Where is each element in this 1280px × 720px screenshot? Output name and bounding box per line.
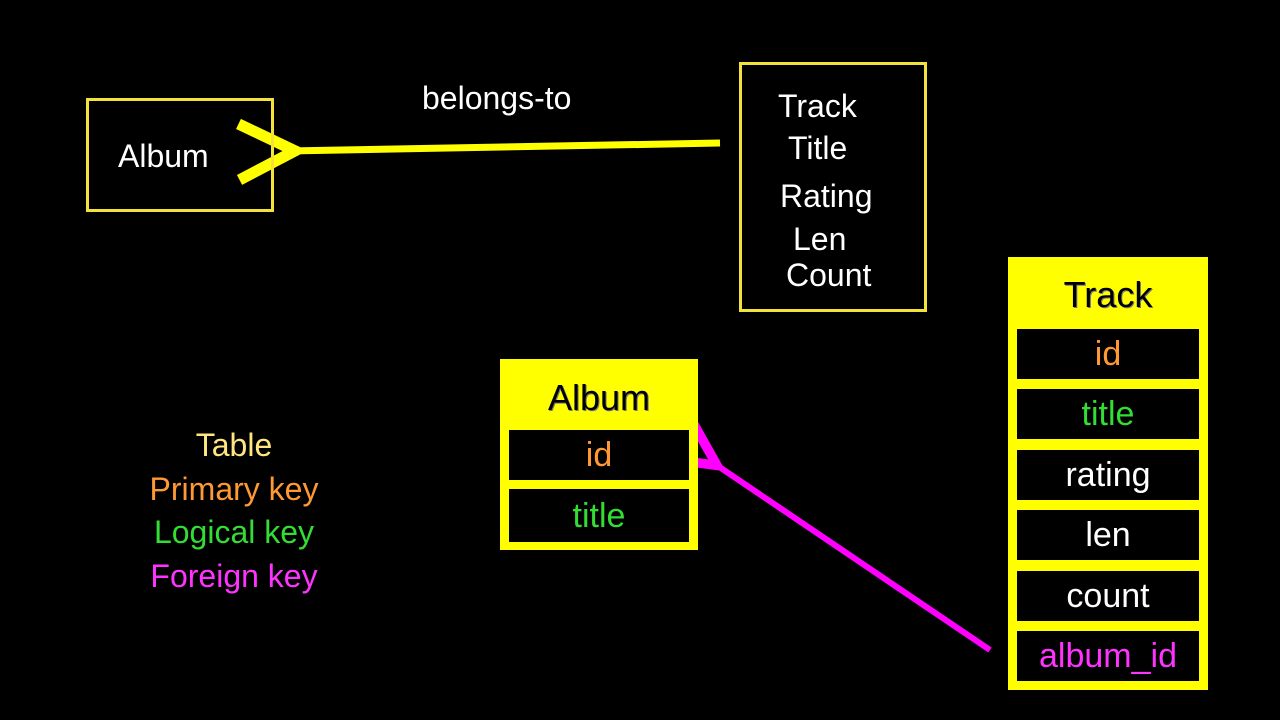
album-column-id: id	[509, 430, 689, 480]
foreign-key-arrow	[712, 462, 992, 653]
track-entity-line-3: Rating	[780, 178, 873, 214]
track-entity-line-2: Title	[788, 130, 848, 166]
album-entity-box	[86, 98, 274, 212]
track-column-title: title	[1017, 389, 1199, 439]
track-column-count: count	[1017, 571, 1199, 621]
track-table-name: Track	[1063, 274, 1153, 315]
track-column-album-id: album_id	[1017, 631, 1199, 681]
track-entity-line-5: Count	[786, 257, 872, 293]
track-column-id: id	[1017, 329, 1199, 379]
album-entity-label: Album	[118, 138, 209, 174]
album-table-name: Album	[547, 377, 651, 418]
track-entity-line-1: Track	[778, 88, 857, 124]
legend-logical-key: Logical key	[153, 514, 315, 550]
album-table: Album id title	[500, 359, 698, 550]
legend-foreign-key: Foreign key	[150, 558, 318, 594]
legend-primary-key: Primary key	[149, 471, 319, 507]
track-entity-line-4: Len	[793, 221, 847, 257]
track-table: Track id title rating len count album_id	[1008, 257, 1208, 690]
belongs-to-arrow	[288, 143, 721, 151]
relation-label: belongs-to	[422, 80, 572, 116]
track-column-len: len	[1017, 510, 1199, 560]
album-column-title: title	[509, 489, 689, 542]
legend-table: Table	[195, 427, 273, 463]
track-entity-box	[739, 62, 927, 312]
track-column-rating: rating	[1017, 450, 1199, 500]
